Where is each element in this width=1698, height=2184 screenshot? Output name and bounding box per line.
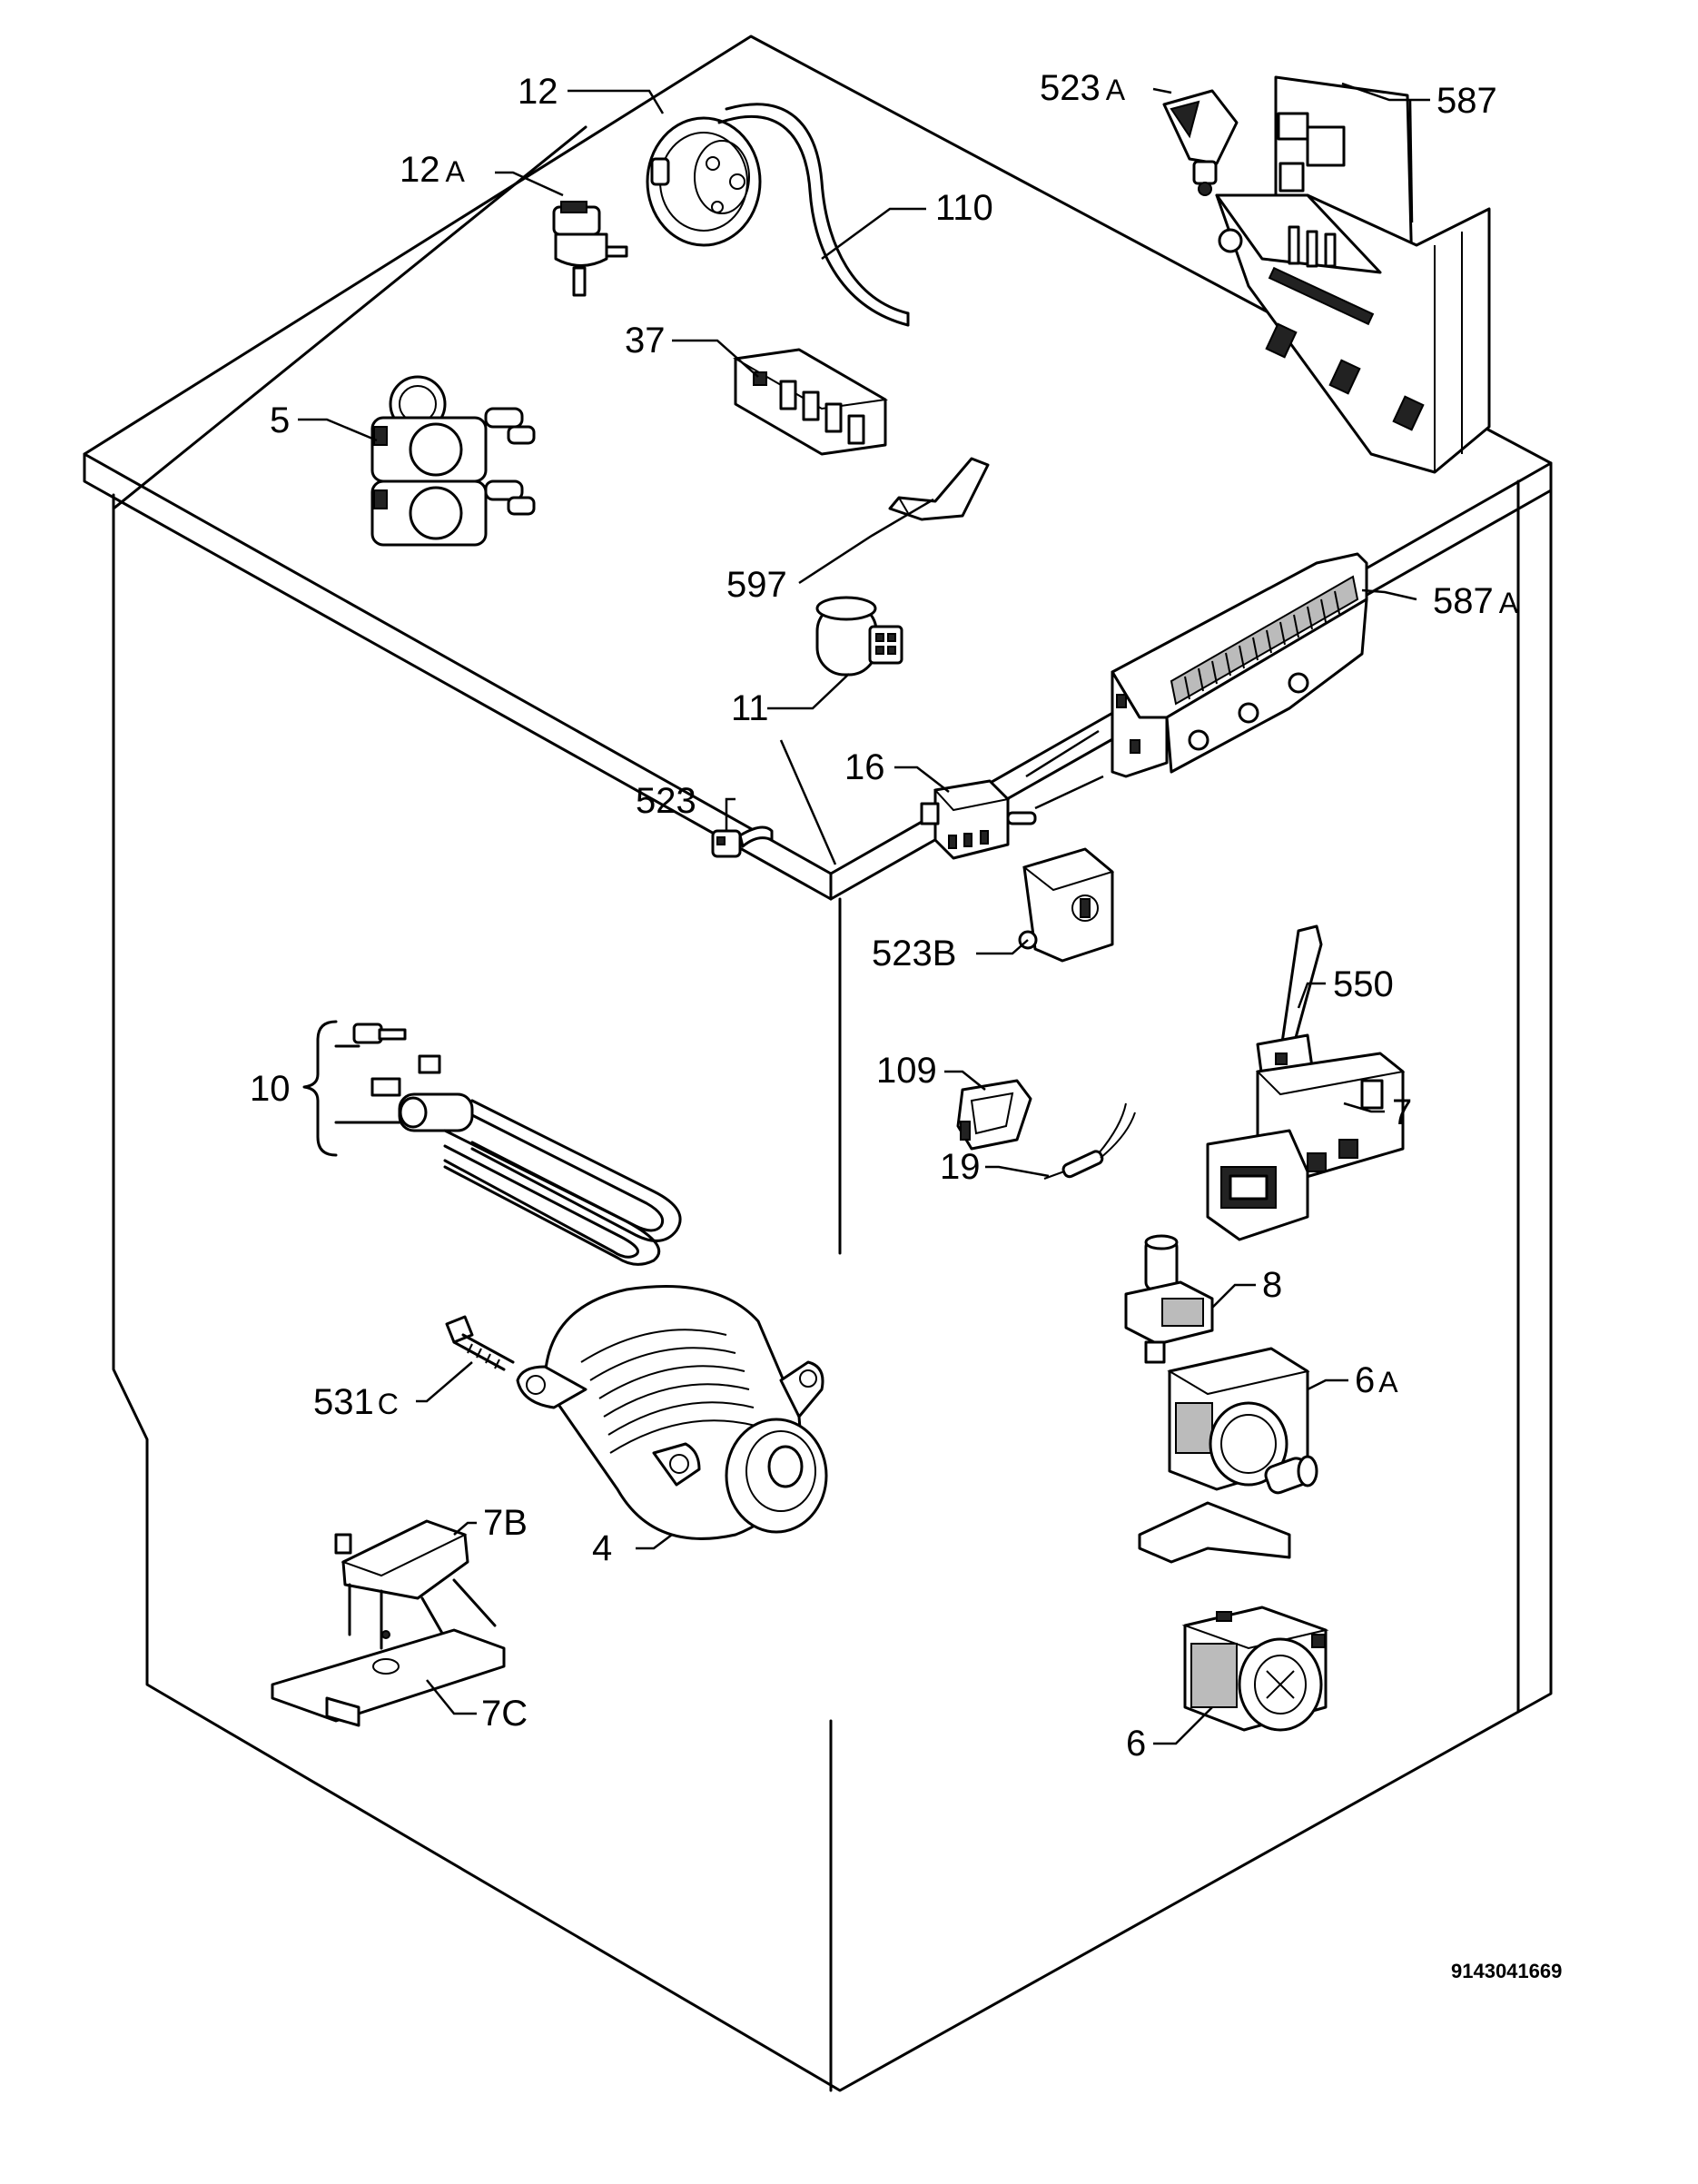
- label-523: 523: [636, 781, 696, 821]
- label-37: 37: [625, 321, 666, 361]
- label-4: 4: [592, 1528, 612, 1568]
- label-109: 109: [876, 1051, 937, 1091]
- label-19: 19: [940, 1147, 981, 1187]
- leader-lines: [298, 82, 1430, 1745]
- label-7: 7: [1392, 1092, 1412, 1132]
- label-550: 550: [1333, 964, 1394, 1004]
- label-7b: 7B: [483, 1503, 528, 1543]
- part-12a-level-switch: [552, 201, 628, 297]
- part-16-switch: [920, 779, 1037, 860]
- part-109-cover: [956, 1079, 1032, 1151]
- label-531c-suffix: C: [378, 1388, 399, 1420]
- part-110-hose: [717, 103, 910, 327]
- label-7c: 7C: [481, 1694, 528, 1734]
- label-12: 12: [518, 72, 558, 112]
- part-5-inlet-valve: [370, 375, 536, 547]
- label-6: 6: [1126, 1724, 1146, 1764]
- label-597: 597: [726, 565, 787, 605]
- label-523a-suffix: A: [1106, 74, 1126, 106]
- label-11: 11: [731, 688, 769, 728]
- part-7c-plate: [271, 1628, 506, 1727]
- part-10-heater: [352, 1023, 682, 1266]
- label-5: 5: [270, 400, 290, 440]
- label-110: 110: [935, 188, 993, 228]
- part-587-electronic-board: [1215, 75, 1491, 474]
- label-523a-number: 523: [1040, 68, 1101, 108]
- label-6a-number: 6: [1355, 1360, 1375, 1400]
- label-587: 587: [1436, 81, 1497, 121]
- part-10-brace: [302, 1020, 401, 1157]
- part-523a-connector: [1162, 89, 1239, 196]
- part-8-valve: [1124, 1234, 1214, 1364]
- control-panel-slots: [1184, 590, 1340, 700]
- label-12a-suffix: A: [446, 155, 466, 188]
- part-550-lever: [1256, 924, 1323, 1081]
- part-587a-control-panel: [1111, 552, 1368, 778]
- part-531c-bolt: [445, 1315, 515, 1371]
- part-4-motor: [516, 1285, 828, 1540]
- label-12a-number: 12: [400, 150, 440, 190]
- part-523-connector: [711, 825, 774, 858]
- label-587a-suffix: A: [1499, 587, 1519, 619]
- part-12-pressure-switch: [646, 116, 762, 247]
- label-10: 10: [250, 1069, 291, 1109]
- label-531c-number: 531: [313, 1382, 374, 1422]
- label-8: 8: [1262, 1265, 1282, 1305]
- label-16: 16: [844, 747, 885, 787]
- label-6a-suffix: A: [1378, 1366, 1398, 1398]
- part-37-terminal-block: [732, 348, 889, 456]
- part-11-capacitor: [815, 596, 903, 677]
- label-523b: 523B: [872, 934, 956, 973]
- label-587a-number: 587: [1433, 581, 1494, 621]
- part-19-sensor: [1043, 1102, 1136, 1180]
- part-597-clip: [888, 457, 990, 521]
- part-7-door-lock: [1206, 1052, 1406, 1241]
- part-523b-cap: [1018, 847, 1115, 963]
- part-6-pump-motor: [1181, 1606, 1329, 1732]
- diagram-code: 9143041669: [1451, 1960, 1562, 1982]
- part-6a-pump: [1138, 1347, 1318, 1564]
